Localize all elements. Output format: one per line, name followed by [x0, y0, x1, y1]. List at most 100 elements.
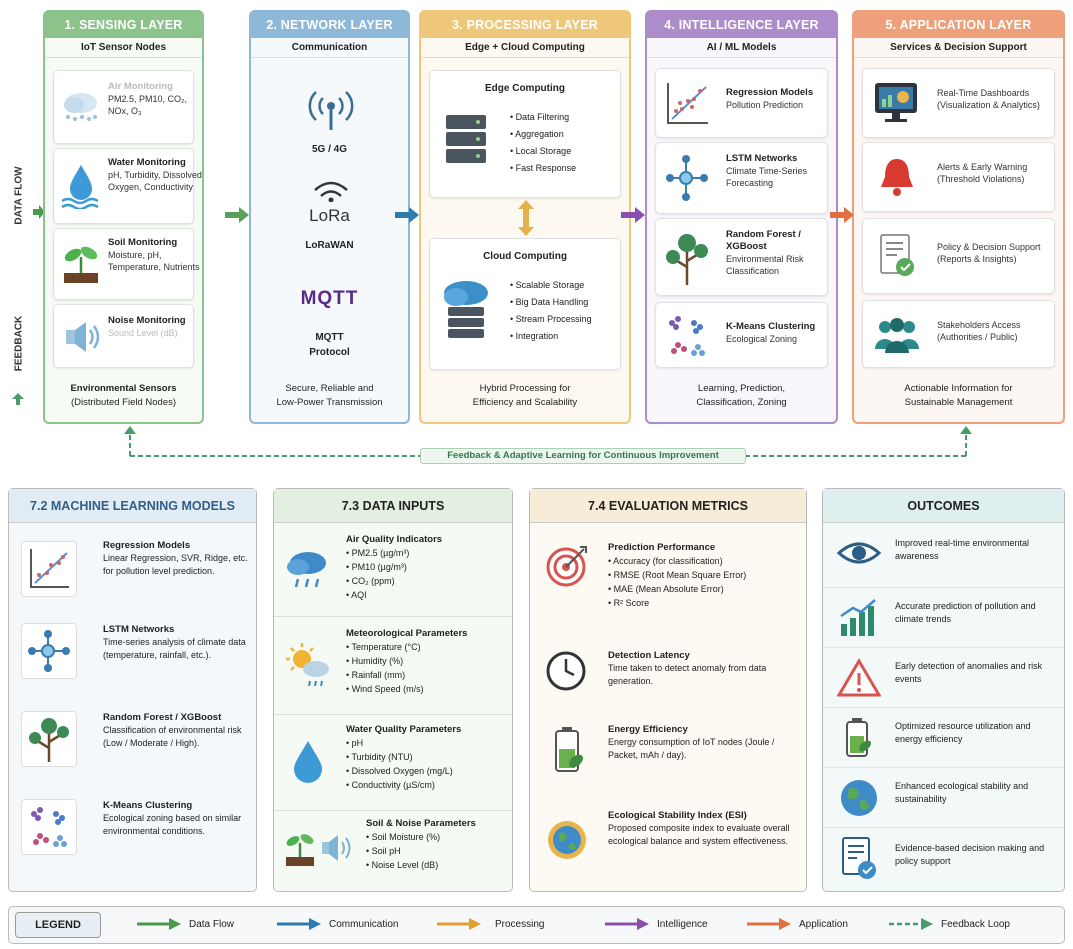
item-title: Air Monitoring [108, 81, 173, 92]
bullet: Local Storage [510, 143, 576, 160]
item-title: LSTM Networks [103, 624, 175, 635]
arrow-network-to-processing [395, 207, 419, 223]
tree-icon [664, 229, 710, 287]
wifi-icon [311, 180, 351, 202]
warning-icon [837, 658, 881, 698]
globe-cycle-icon [544, 817, 590, 863]
outcome-text: Improved real-time environmental awarene… [895, 538, 1030, 561]
input-item: Temperature (°C) [346, 640, 506, 654]
item-desc: Ecological Zoning [726, 334, 798, 344]
layer-footer-sub: Low-Power Transmission [276, 397, 383, 408]
cellular-label: 5G / 4G [311, 144, 347, 155]
legend-item-application: Application [747, 918, 848, 930]
metric-title: Detection Latency [608, 650, 690, 661]
item-desc: Ecological zoning based on similar envir… [103, 813, 242, 836]
bullet: Integration [510, 328, 592, 345]
feedback-side-label: FEEDBACK [13, 315, 25, 372]
layer-title: 1. SENSING LAYER [45, 12, 202, 38]
legend-item-intelligence: Intelligence [605, 918, 708, 930]
group-title: Meteorological Parameters [346, 628, 468, 639]
item-title: Regression Models [103, 540, 191, 551]
alerts-card: Alerts & Early Warning (Threshold Violat… [862, 142, 1055, 212]
item-title: Noise Monitoring [108, 315, 186, 326]
data-flow-side-label: DATA FLOW [13, 166, 25, 225]
data-flow-arrow [33, 205, 45, 219]
metric-desc: Proposed composite index to evaluate ove… [608, 823, 790, 846]
metric-desc: Time taken to detect anomaly from data g… [608, 663, 767, 686]
network-nodes-icon [664, 153, 710, 203]
antenna-icon [301, 84, 361, 134]
input-item: Conductivity (µS/cm) [346, 778, 506, 792]
feedback-loop-line [124, 426, 972, 457]
metric-title: Prediction Performance [608, 542, 716, 553]
legend-label: Data Flow [189, 918, 235, 930]
clock-icon [544, 649, 588, 693]
input-item: PM10 (µg/m³) [346, 560, 506, 574]
soil-monitoring-card: Soil Monitoring Moisture, pH, Temperatur… [53, 228, 200, 300]
layer-subtitle: IoT Sensor Nodes [45, 38, 202, 58]
stakeholders-card: Stakeholders Access (Authorities / Publi… [862, 300, 1055, 368]
globe-icon [837, 776, 881, 820]
feedback-loop-label: Feedback & Adaptive Learning for Continu… [420, 448, 746, 464]
sensing-layer: 1. SENSING LAYER IoT Sensor Nodes Air Mo… [43, 10, 204, 424]
metric-desc: Energy consumption of IoT nodes (Joule /… [608, 737, 775, 760]
legend: LEGEND Data Flow Communication Processin… [8, 906, 1065, 944]
legend-label: Processing [495, 918, 545, 930]
item-title: Alerts & Early Warning [937, 162, 1028, 172]
legend-item-data-flow: Data Flow [137, 918, 234, 930]
layer-title: 4. INTELLIGENCE LAYER [647, 12, 836, 38]
bidirectional-arrow-icon [516, 200, 536, 236]
document-check-icon [839, 836, 879, 882]
item-desc: (Visualization & Analytics) [937, 100, 1040, 110]
evaluation-metrics-panel: 7.4 EVALUATION METRICS Prediction Perfor… [529, 488, 807, 892]
application-layer: 5. APPLICATION LAYER Services & Decision… [852, 10, 1065, 424]
eye-icon [837, 535, 881, 571]
legend-item-processing: Processing [437, 918, 544, 930]
layer-footer-sub: (Distributed Field Nodes) [70, 397, 177, 408]
cloud-icon [60, 89, 102, 125]
item-title: Stakeholders Access [937, 320, 1021, 330]
item-desc: Environmental Risk Classification [726, 254, 804, 276]
bell-icon [877, 155, 917, 199]
processing-layer: 3. PROCESSING LAYER Edge + Cloud Computi… [419, 10, 631, 424]
lstm-card: LSTM Networks Climate Time-Series Foreca… [655, 142, 828, 214]
edge-bullets: Data Filtering Aggregation Local Storage… [510, 109, 576, 177]
legend-label: Communication [329, 918, 399, 930]
legend-label: Application [799, 918, 848, 930]
metric-bullet: RMSE (Root Mean Square Error) [608, 568, 804, 582]
water-monitoring-card: Water Monitoring pH, Turbidity, Dissolve… [53, 148, 202, 224]
ml-models-panel: 7.2 MACHINE LEARNING MODELS Regression M… [8, 488, 257, 892]
bullet: Scalable Storage [510, 277, 592, 294]
arrow-processing-to-intelligence [621, 207, 645, 223]
item-desc: (Reports & Insights) [937, 254, 1017, 264]
feedback-up-arrow [12, 392, 24, 405]
input-item: Soil Moisture (%) [366, 830, 506, 844]
growth-chart-icon [837, 598, 881, 638]
layer-footer-title: Hybrid Processing for [479, 383, 571, 394]
people-icon [873, 315, 921, 355]
item-title: LSTM Networks [726, 153, 798, 164]
input-item: Noise Level (dB) [366, 858, 506, 872]
cloud-bullets: Scalable Storage Big Data Handling Strea… [510, 277, 592, 345]
layer-title: 3. PROCESSING LAYER [421, 12, 629, 38]
panel-title: OUTCOMES [823, 489, 1064, 523]
lorawan-label: LoRaWAN [305, 240, 354, 251]
arrow-sensing-to-network [225, 207, 249, 223]
metric-bullet: MAE (Mean Absolute Error) [608, 582, 804, 596]
mqtt-protocol-label: MQTT Protocol [309, 332, 350, 358]
outcome-text: Early detection of anomalies and risk ev… [895, 661, 1043, 684]
outcome-text: Accurate prediction of pollution and cli… [895, 601, 1036, 624]
bullet: Stream Processing [510, 311, 592, 328]
item-title: Policy & Decision Support [937, 242, 1041, 252]
item-desc: pH, Turbidity, Dissolved Oxygen, Conduct… [108, 170, 202, 192]
item-desc: (Threshold Violations) [937, 174, 1025, 184]
edge-title: Edge Computing [485, 83, 565, 94]
panel-title: 7.2 MACHINE LEARNING MODELS [9, 489, 256, 523]
input-item: pH [346, 736, 506, 750]
outcome-text: Evidence-based decision making and polic… [895, 843, 1045, 866]
layer-footer-title: Actionable Information for [904, 383, 1013, 394]
layer-subtitle: Services & Decision Support [854, 38, 1063, 58]
item-title: Soil Monitoring [108, 237, 178, 248]
cloud-server-icon [440, 279, 492, 339]
arrow-intelligence-to-application [830, 207, 854, 223]
